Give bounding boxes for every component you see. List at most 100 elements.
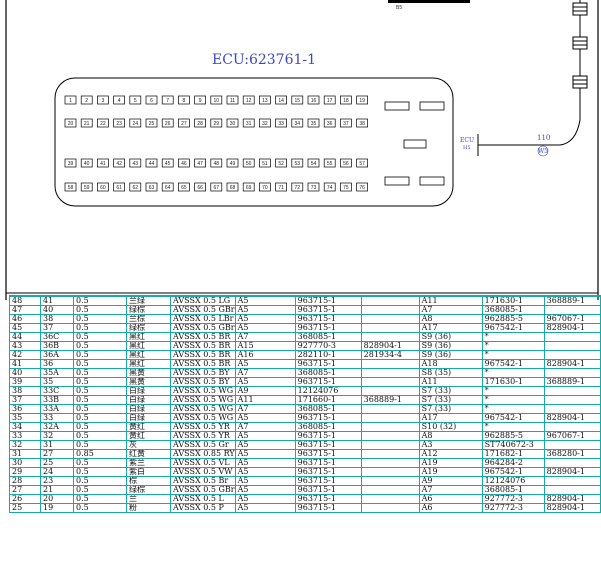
table-cell bbox=[360, 305, 420, 315]
table-cell: 26 bbox=[9, 494, 41, 504]
table-cell: AVSSX 0.5 LG bbox=[170, 295, 236, 306]
table-cell: 兰绿 bbox=[126, 295, 171, 306]
table-cell: 灰 bbox=[126, 440, 171, 450]
connector-pin bbox=[259, 118, 271, 128]
table-cell: A5 bbox=[234, 503, 296, 513]
connector-pin-number: 27 bbox=[181, 121, 187, 127]
table-cell: 368085-1 bbox=[294, 332, 362, 342]
table-cell: 33C bbox=[40, 386, 74, 396]
table-cell: AVSSX 0.5 VW bbox=[170, 467, 236, 477]
table-cell bbox=[360, 503, 420, 513]
table-cell: 0.5 bbox=[73, 377, 127, 387]
table-cell: 927772-3 bbox=[481, 503, 545, 513]
harness-clamp-2 bbox=[572, 36, 588, 50]
table-cell: 兰 bbox=[126, 494, 171, 504]
table-cell: 368889-1 bbox=[360, 395, 420, 405]
table-cell: 31 bbox=[9, 449, 41, 459]
connector-pin bbox=[178, 158, 190, 168]
table-cell: 282110-1 bbox=[294, 350, 362, 360]
connector-pin bbox=[161, 118, 174, 128]
connector-pin bbox=[113, 95, 125, 105]
connector-pin bbox=[275, 182, 287, 192]
table-cell: AVSSX 0.5 BR bbox=[170, 359, 236, 369]
connector-pin-number: 47 bbox=[197, 161, 203, 167]
table-cell: 828904-1 bbox=[543, 503, 601, 513]
connector-pin-number: 41 bbox=[100, 161, 106, 167]
connector-pin-number: 57 bbox=[359, 161, 365, 167]
table-cell: 0.5 bbox=[73, 476, 127, 486]
table-cell: 967542-1 bbox=[481, 413, 545, 423]
table-cell: AVSSX 0.5 WG bbox=[170, 413, 236, 423]
connector-pin-number: 60 bbox=[100, 185, 106, 191]
connector-pin bbox=[145, 182, 158, 192]
table-cell: 967067-1 bbox=[543, 314, 601, 324]
wire-code: W5 bbox=[538, 148, 548, 155]
table-cell: 927770-3 bbox=[294, 341, 362, 351]
table-cell: 171682-1 bbox=[481, 449, 545, 459]
connector-pin bbox=[323, 158, 336, 168]
connector-pin-number: 76 bbox=[359, 185, 365, 191]
table-cell: A5 bbox=[234, 449, 296, 459]
connector-pin-number: 62 bbox=[133, 185, 139, 191]
connector-pin-number: 67 bbox=[214, 185, 220, 191]
connector-pin bbox=[226, 95, 239, 105]
table-cell: S7 (33) bbox=[418, 404, 483, 414]
connector-pin-number: 28 bbox=[197, 121, 203, 127]
connector-pin bbox=[80, 118, 93, 128]
table-cell: 36 bbox=[9, 404, 41, 414]
connector-pin-number: 2 bbox=[85, 98, 88, 104]
connector-pin-number: 10 bbox=[214, 98, 220, 104]
table-cell bbox=[360, 476, 420, 486]
table-cell: A7 bbox=[234, 368, 296, 378]
table-cell bbox=[360, 295, 420, 306]
table-cell: 46 bbox=[9, 314, 41, 324]
table-cell: 368085-1 bbox=[294, 422, 362, 432]
table-cell bbox=[543, 476, 601, 486]
table-cell: 白绿 bbox=[126, 395, 171, 405]
table-cell bbox=[543, 332, 601, 342]
table-cell: 粉 bbox=[126, 503, 171, 513]
table-cell bbox=[543, 368, 601, 378]
connector-key bbox=[384, 176, 410, 186]
connector-pin bbox=[64, 95, 77, 105]
branch-label: ECU bbox=[460, 137, 474, 144]
connector-pin bbox=[194, 158, 206, 168]
connector-pin bbox=[259, 95, 271, 105]
connector-pin-number: 74 bbox=[327, 185, 333, 191]
top-label: B5 bbox=[396, 5, 402, 11]
connector-pin bbox=[275, 95, 287, 105]
table-cell: 368085-1 bbox=[294, 404, 362, 414]
connector-pin bbox=[323, 182, 336, 192]
connector-pin bbox=[307, 95, 320, 105]
table-cell: 0.5 bbox=[73, 485, 127, 495]
table-cell: 0.5 bbox=[73, 295, 127, 306]
connector-pin bbox=[210, 118, 223, 128]
table-cell bbox=[360, 494, 420, 504]
table-cell bbox=[360, 377, 420, 387]
connector-pin bbox=[129, 118, 142, 128]
table-cell: S8 (35) bbox=[418, 368, 483, 378]
table-cell: 0.5 bbox=[73, 368, 127, 378]
connector-pin-number: 72 bbox=[295, 185, 301, 191]
table-cell: A5 bbox=[234, 359, 296, 369]
table-cell: 368889-1 bbox=[543, 295, 601, 306]
table-cell: AVSSX 0.5 BY bbox=[170, 377, 236, 387]
connector-pin bbox=[64, 158, 77, 168]
table-cell: 368280-1 bbox=[543, 449, 601, 459]
connector-pin bbox=[129, 95, 142, 105]
connector-pin bbox=[242, 95, 255, 105]
table-cell: A19 bbox=[418, 467, 483, 477]
table-cell: 33A bbox=[40, 404, 74, 414]
table-cell: 963715-1 bbox=[294, 359, 362, 369]
connector-pin-number: 18 bbox=[343, 98, 349, 104]
table-cell: 黄红 bbox=[126, 422, 171, 432]
